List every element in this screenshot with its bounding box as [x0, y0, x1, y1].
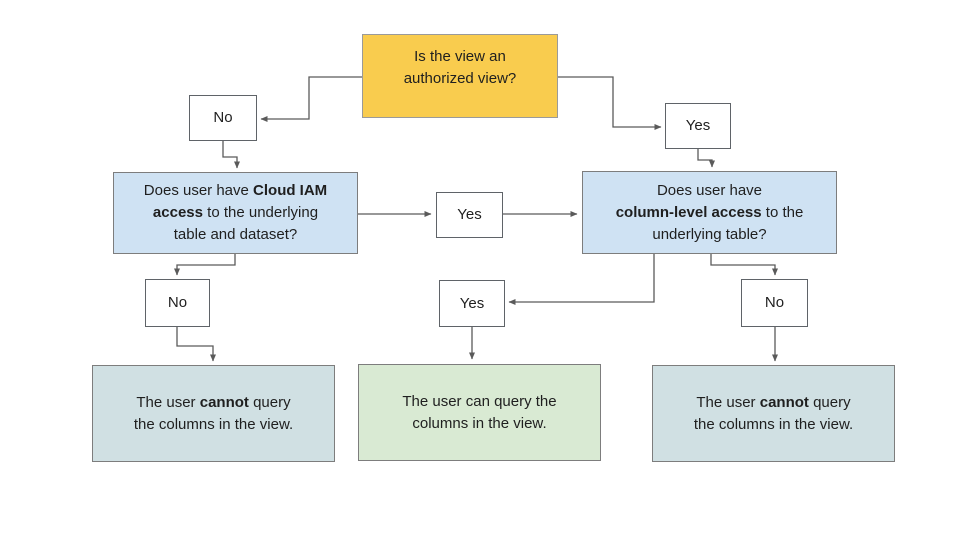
branch-no-top-left-label: No	[213, 109, 233, 126]
connector-root-to-yes	[558, 76, 662, 130]
branch-yes-bottom-mid: Yes	[439, 280, 505, 327]
branch-no-top-left: No	[189, 95, 257, 141]
branch-yes-top-right: Yes	[665, 103, 731, 149]
branch-yes-bottom-mid-label: Yes	[459, 294, 485, 312]
branch-no-bottom-right: No	[741, 279, 808, 327]
connector-root-to-no	[260, 76, 362, 122]
connector-no-bottom-left-to-result-left	[176, 327, 216, 362]
branch-no-bottom-right-label: No	[764, 294, 785, 311]
branch-yes-mid: Yes	[436, 192, 503, 238]
connector-q-col-to-yes-bottom	[508, 254, 655, 305]
connector-q-col-to-no-bottom-right	[710, 254, 778, 276]
connector-no-to-q-iam	[222, 141, 240, 169]
branch-no-bottom-left: No	[145, 279, 210, 327]
branch-yes-mid-label: Yes	[457, 206, 482, 223]
connector-yes-to-q-col	[697, 149, 715, 168]
connector-q-iam-to-no-bottom-left	[174, 254, 236, 276]
branch-no-bottom-left-label: No	[167, 294, 188, 311]
branch-yes-top-right-label: Yes	[685, 117, 711, 134]
